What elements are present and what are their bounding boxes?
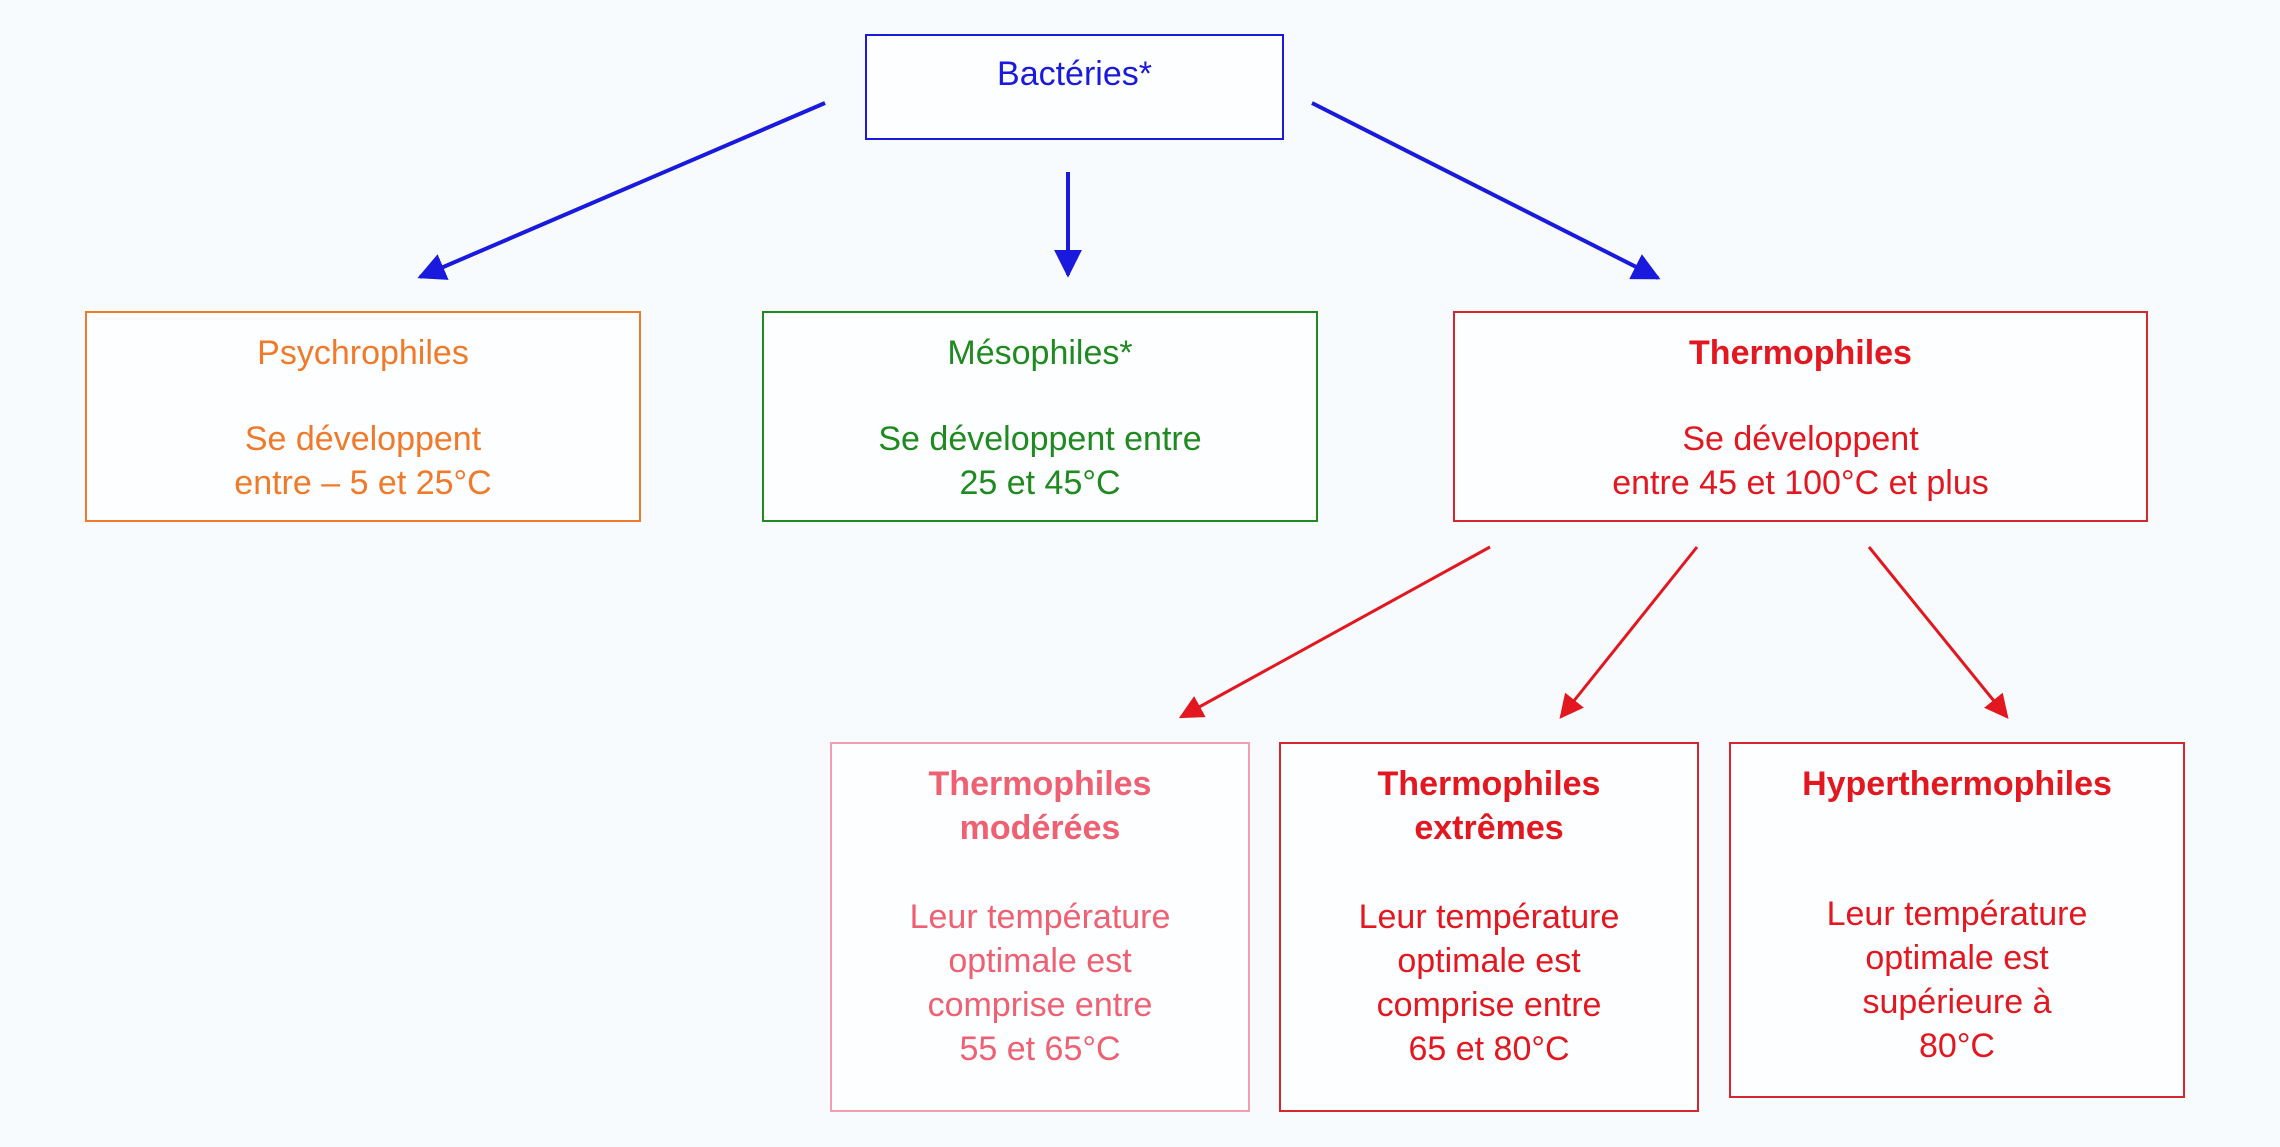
node-psychrophiles-desc: Se développent entre – 5 et 25°C <box>234 420 492 502</box>
arrow-to-hyperthermophiles <box>1867 546 2009 719</box>
arrow-to-thermophiles-extremes <box>1559 546 1699 719</box>
node-psychrophiles-title: Psychrophiles <box>257 334 469 372</box>
node-thermophiles-moderees-title: Thermophiles modérées <box>928 765 1152 847</box>
node-thermophiles-extremes-desc: Leur température optimale est comprise e… <box>1358 898 1620 1068</box>
arrow-to-thermophiles <box>1311 101 1661 280</box>
node-thermophiles: Thermophiles Se développent entre 45 et … <box>1453 311 2148 522</box>
node-mesophiles-title: Mésophiles* <box>947 334 1133 372</box>
node-thermophiles-extremes-title: Thermophiles extrêmes <box>1377 765 1601 847</box>
node-thermophiles-moderees: Thermophiles modérées Leur température o… <box>830 742 1250 1112</box>
node-hyperthermophiles: Hyperthermophiles Leur température optim… <box>1729 742 2185 1098</box>
node-bacteries-title: Bactéries* <box>997 55 1152 93</box>
arrow-to-psychrophiles <box>417 101 826 280</box>
node-hyperthermophiles-desc: Leur température optimale est supérieure… <box>1826 895 2088 1065</box>
node-psychrophiles: Psychrophiles Se développent entre – 5 e… <box>85 311 641 522</box>
node-thermophiles-extremes: Thermophiles extrêmes Leur température o… <box>1279 742 1699 1112</box>
node-thermophiles-title: Thermophiles <box>1689 334 1912 372</box>
node-thermophiles-desc: Se développent entre 45 et 100°C et plus <box>1612 420 1989 502</box>
node-mesophiles: Mésophiles* Se développent entre 25 et 4… <box>762 311 1318 522</box>
node-thermophiles-moderees-desc: Leur température optimale est comprise e… <box>909 898 1171 1068</box>
node-mesophiles-desc: Se développent entre 25 et 45°C <box>878 420 1202 502</box>
node-hyperthermophiles-title: Hyperthermophiles <box>1802 765 2112 803</box>
arrow-to-thermophiles-moderees <box>1178 545 1491 719</box>
node-bacteries: Bactéries* <box>865 34 1284 140</box>
